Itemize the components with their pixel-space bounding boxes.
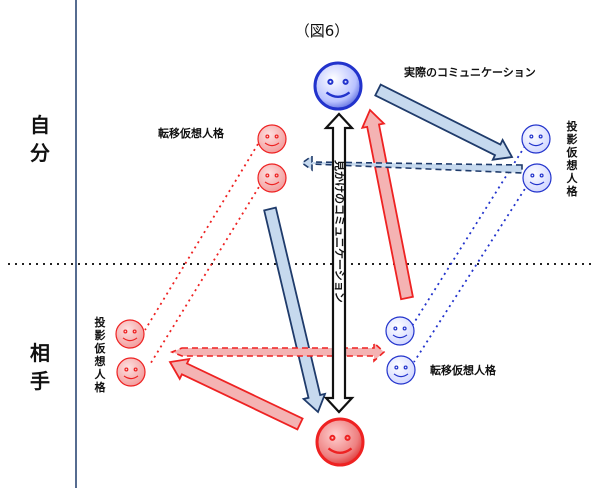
eye-right	[539, 173, 544, 178]
svg-text:影: 影	[567, 132, 578, 146]
arrow-red-to-projection-other	[168, 357, 304, 431]
mouth	[264, 142, 280, 147]
svg-text:仮: 仮	[566, 145, 579, 159]
transfer-persona-other-face-1	[385, 316, 415, 346]
transfer-persona-self-face-1	[257, 124, 287, 154]
arrow-red-up-to-self	[360, 108, 414, 301]
eye-left	[124, 367, 129, 372]
mouth	[123, 375, 139, 380]
projection-persona-self-face-1	[521, 124, 551, 154]
transfer-persona-other-label: 転移仮想人格	[430, 363, 497, 377]
eye-right	[274, 134, 279, 139]
dashed-arrow-red-right	[169, 341, 386, 363]
mouth	[264, 181, 280, 186]
dotted-connector-red-1	[144, 143, 259, 331]
svg-text:想: 想	[566, 158, 578, 172]
self-face-large	[313, 61, 363, 111]
dashed-arrow-blue-left	[300, 154, 523, 174]
apparent-communication-double-arrow	[323, 112, 355, 414]
projection-persona-other-face-2	[116, 357, 146, 387]
eye-right	[274, 173, 279, 178]
eye-left	[530, 173, 535, 178]
mouth	[122, 337, 138, 342]
eye-right	[344, 434, 351, 441]
transfer-persona-other-face-2	[386, 355, 416, 385]
eye-left	[327, 78, 334, 85]
side-other-char-2: 手	[30, 369, 50, 393]
dotted-connector-blue-2	[413, 183, 529, 363]
eye-left	[265, 134, 270, 139]
svg-text:格: 格	[95, 380, 107, 394]
transfer-persona-self-label: 転移仮想人格	[158, 126, 225, 140]
figure-title: （図6）	[295, 22, 350, 40]
eye-right	[342, 78, 349, 85]
svg-text:投: 投	[95, 315, 106, 329]
mouth	[528, 142, 544, 147]
mouth	[529, 181, 545, 186]
eye-right	[133, 367, 138, 372]
arrow-blue-to-projection-self	[374, 83, 514, 161]
svg-text:格: 格	[567, 184, 579, 198]
projection-persona-other-face-1	[115, 319, 145, 349]
side-self-char-2: 分	[30, 141, 50, 165]
svg-text:仮: 仮	[94, 341, 107, 355]
dotted-connector-red-2	[148, 181, 263, 367]
eye-left	[394, 365, 399, 370]
transfer-persona-self-face-2	[257, 163, 287, 193]
eye-left	[529, 134, 534, 139]
eye-left	[123, 329, 128, 334]
eye-right	[402, 326, 407, 331]
side-other-char-1: 相	[30, 341, 50, 365]
mouth	[325, 91, 351, 99]
mouth	[393, 373, 409, 378]
eye-right	[403, 365, 408, 370]
eye-left	[393, 326, 398, 331]
arrows-group	[168, 83, 514, 431]
svg-text:想: 想	[94, 354, 106, 368]
svg-text:人: 人	[95, 367, 107, 381]
eye-left	[265, 173, 270, 178]
other-face-large	[315, 417, 365, 467]
side-self-char-1: 自	[30, 113, 50, 137]
actual-communication-label: 実際のコミュニケーション	[404, 65, 536, 79]
projection-persona-other-label: 投 影 仮 想 人 格	[94, 315, 107, 394]
projection-persona-self-face-2	[522, 163, 552, 193]
svg-text:影: 影	[95, 328, 106, 342]
apparent-communication-label: 見かけのコミュニケーション	[333, 159, 346, 303]
mouth	[392, 334, 408, 339]
mouth	[327, 447, 353, 455]
eye-left	[329, 434, 336, 441]
eye-right	[538, 134, 543, 139]
arrow-blue-down-to-other	[263, 206, 327, 414]
projection-persona-self-label: 投 影 仮 想 人 格	[566, 119, 579, 198]
faces-group	[115, 61, 552, 467]
svg-text:人: 人	[567, 171, 579, 185]
eye-right	[132, 329, 137, 334]
svg-text:投: 投	[567, 119, 578, 133]
